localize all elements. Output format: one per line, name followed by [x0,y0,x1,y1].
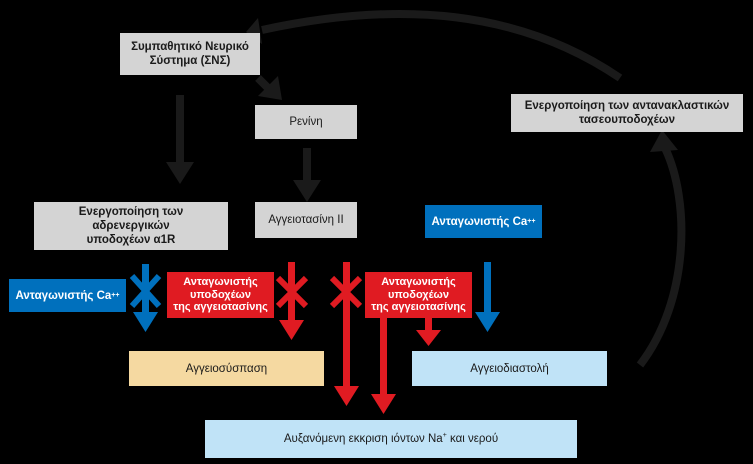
renin-to-angiotensin-head [293,180,321,202]
baroreceptor-line2: τασεουποδοχέων [579,114,675,126]
red-arrow-natriuresis-shaft [343,262,350,390]
baroreceptor-line1: Ενεργοποίηση των αντανακλαστικών [524,100,730,112]
arb-left-box: Ανταγωνιστής υποδοχέων της αγγειοτασίνης [167,272,274,318]
feedback-arrow-right [636,146,686,368]
sns-to-adrenergic-shaft [176,95,184,167]
renin-to-angiotensin-shaft [303,148,311,184]
arb-left-line2: υποδοχέων [190,288,251,301]
ca-antagonist-left-box: Ανταγωνιστής Ca++ [9,279,126,312]
angiotensin-box: Αγγειοτασίνη ΙΙ [255,202,357,238]
arb-right-line1: Ανταγωνιστής [381,276,456,289]
natriuresis-text-post: και νερού [446,433,499,445]
sns-box: Συμπαθητικό Νευρικό Σύστημα (ΣΝΣ) [120,33,260,75]
sns-line2: Σύστημα (ΣΝΣ) [149,55,231,67]
arb-right-line2: υποδοχέων [388,288,449,301]
natriuresis-label: Αυξανόμενη εκκριση ιόντων Na+ και νερού [284,432,498,446]
angiotensin-label: Αγγειοτασίνη ΙΙ [268,214,344,226]
arb-left-line1: Ανταγωνιστής [183,276,258,289]
left-ca-arrow-head [133,312,158,332]
red-arrow-arb-natriuresis-shaft [380,318,387,398]
arb-right-box: Ανταγωνιστής υποδοχέων της αγγειοτασίνης [365,272,472,318]
baroreceptor-box: Ενεργοποίηση των αντανακλαστικών τασεουπ… [511,94,743,132]
adrenergic-line2: υποδοχέων α1R [86,234,176,246]
natriuresis-sup: + [442,432,447,440]
vasodilation-label: Αγγειοδιαστολή [470,362,549,375]
red-arrow-arb-small-head [416,330,441,346]
sns-to-renin-arrow [255,75,271,91]
vasodilation-box: Αγγειοδιαστολή [412,351,607,386]
red-arrow-arb-natriuresis-head [371,394,396,414]
ca-antagonist-right-box: Ανταγωνιστής Ca++ [425,205,542,238]
red-block-x-left [275,275,309,309]
sns-to-renin-arrow-head [258,76,282,100]
right-ca-arrow-head [475,312,500,332]
renin-box: Ρενίνη [255,105,357,139]
red-arrow-vasoconstriction-head [279,320,304,340]
red-block-x-right [329,275,363,309]
left-ca-block-x [129,273,162,309]
red-arrow-natriuresis-head [334,386,359,406]
right-ca-arrow-shaft [484,262,491,316]
vasoconstriction-label: Αγγειοσύσπαση [185,362,268,375]
natriuresis-text-pre: Αυξανόμενη εκκριση ιόντων Na [283,433,443,445]
adrenergic-line1: Ενεργοποίηση των αδρενεργικών [78,206,184,232]
renin-label: Ρενίνη [289,116,323,128]
sns-to-adrenergic-head [166,162,194,184]
red-arrow-arb-small-shaft [425,318,432,332]
arb-left-line3: της αγγειοτασίνης [173,301,268,314]
feedback-arrow-right-head [650,130,678,152]
sns-line1: Συμπαθητικό Νευρικό [131,41,249,53]
adrenergic-box: Ενεργοποίηση των αδρενεργικών υποδοχέων … [34,202,228,250]
feedback-arrow-top [261,9,623,82]
vasoconstriction-box: Αγγειοσύσπαση [129,351,324,386]
ca-antagonist-left-label: Ανταγωνιστής Ca [15,289,112,302]
ca-antagonist-right-label: Ανταγωνιστής Ca [431,215,528,228]
arb-right-line3: της αγγειοτασίνης [371,301,466,314]
natriuresis-box: Αυξανόμενη εκκριση ιόντων Na+ και νερού [205,420,577,458]
